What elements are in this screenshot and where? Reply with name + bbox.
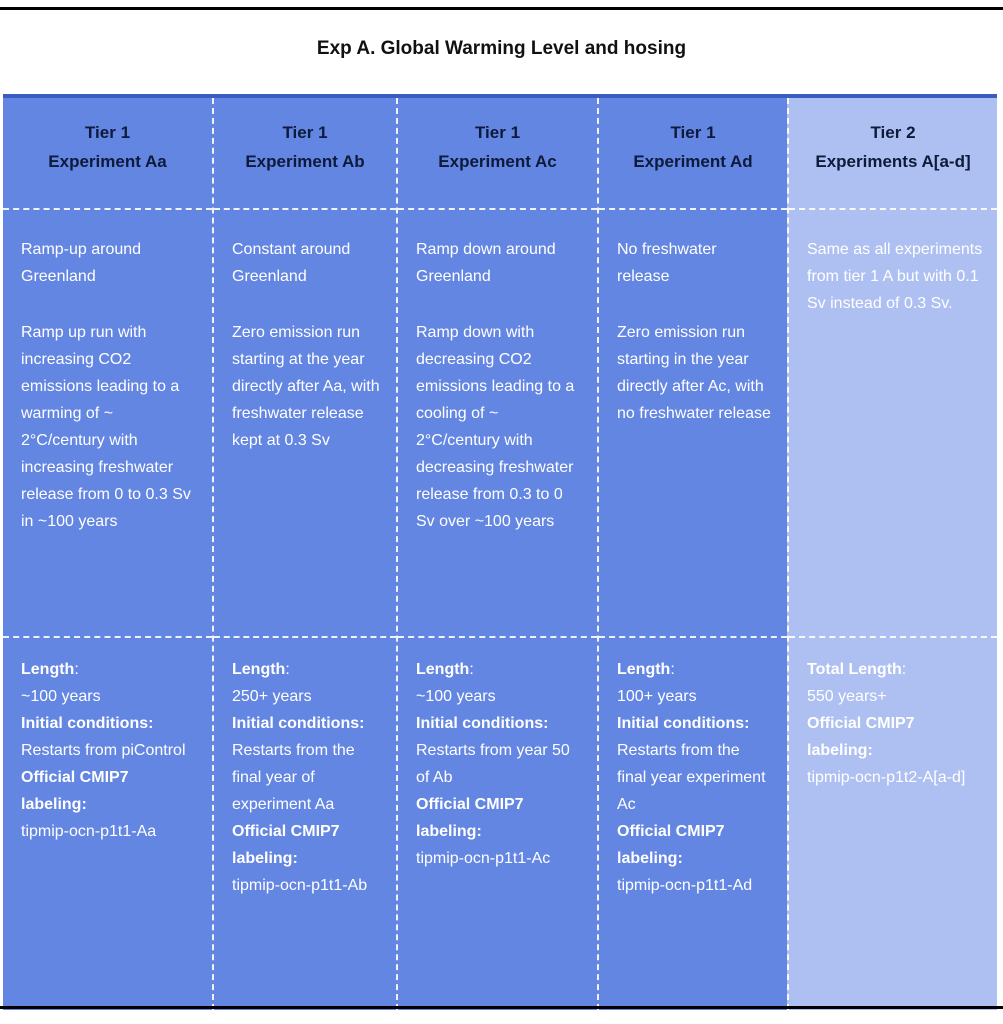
metadata-cell: Length: 250+ years Initial conditions: R… bbox=[214, 638, 396, 1010]
experiment-name: Experiments A[a-d] bbox=[815, 152, 971, 171]
description-summary: Ramp-up around Greenland bbox=[21, 241, 142, 285]
description-detail: Zero emission run starting at the year d… bbox=[232, 324, 380, 449]
description-summary: No freshwater release bbox=[617, 241, 717, 285]
bottom-rule bbox=[0, 1006, 1003, 1009]
experiment-table: Tier 1 Experiment Aa Ramp-up around Gree… bbox=[3, 94, 997, 1010]
description-cell: Ramp down around Greenland Ramp down wit… bbox=[398, 210, 597, 638]
cmip-label: Official CMIP7 labeling: bbox=[807, 715, 915, 759]
length-label: Length bbox=[21, 661, 75, 678]
column-header: Tier 1 Experiment Ab bbox=[214, 98, 396, 210]
length-label: Total Length bbox=[807, 661, 902, 678]
column-experiments-tier2: Tier 2 Experiments A[a-d] Same as all ex… bbox=[787, 98, 997, 1010]
description-cell: Same as all experiments from tier 1 A bu… bbox=[789, 210, 997, 638]
description-cell: Constant around Greenland Zero emission … bbox=[214, 210, 396, 638]
initial-conditions-label: Initial conditions: bbox=[416, 715, 549, 732]
tier-label: Tier 1 bbox=[670, 123, 716, 142]
description-summary: Same as all experiments from tier 1 A bu… bbox=[807, 241, 983, 312]
experiment-name: Experiment Ab bbox=[245, 152, 365, 171]
length-line: Total Length: bbox=[807, 661, 907, 678]
length-line: Length: bbox=[232, 661, 290, 678]
initial-conditions-label: Initial conditions: bbox=[21, 715, 154, 732]
experiment-name: Experiment Ac bbox=[438, 152, 557, 171]
description-detail: Ramp up run with increasing CO2 emission… bbox=[21, 324, 191, 530]
column-experiment-aa: Tier 1 Experiment Aa Ramp-up around Gree… bbox=[3, 98, 212, 1010]
column-header: Tier 2 Experiments A[a-d] bbox=[789, 98, 997, 210]
description-summary: Ramp down around Greenland bbox=[416, 241, 556, 285]
column-experiment-ad: Tier 1 Experiment Ad No freshwater relea… bbox=[597, 98, 787, 1010]
length-line: Length: bbox=[416, 661, 474, 678]
initial-conditions-value: Restarts from piControl bbox=[21, 742, 186, 759]
column-header: Tier 1 Experiment Ad bbox=[599, 98, 787, 210]
description-detail: Zero emission run starting in the year d… bbox=[617, 324, 771, 422]
page-title: Exp A. Global Warming Level and hosing bbox=[316, 38, 687, 59]
experiment-name: Experiment Aa bbox=[48, 152, 167, 171]
length-value: 550 years+ bbox=[807, 688, 887, 705]
description-summary: Constant around Greenland bbox=[232, 241, 351, 285]
metadata-cell: Length: ~100 years Initial conditions: R… bbox=[398, 638, 597, 1010]
length-value: 250+ years bbox=[232, 688, 312, 705]
length-value: ~100 years bbox=[21, 688, 101, 705]
length-line: Length: bbox=[21, 661, 79, 678]
description-cell: Ramp-up around Greenland Ramp up run wit… bbox=[3, 210, 212, 638]
length-value: 100+ years bbox=[617, 688, 697, 705]
length-label: Length bbox=[617, 661, 671, 678]
tier-label: Tier 1 bbox=[282, 123, 328, 142]
cmip-label: Official CMIP7 labeling: bbox=[21, 769, 129, 813]
initial-conditions-value: Restarts from the final year experiment … bbox=[617, 742, 766, 813]
description-detail: Ramp down with decreasing CO2 emissions … bbox=[416, 324, 575, 530]
column-experiment-ab: Tier 1 Experiment Ab Constant around Gre… bbox=[212, 98, 396, 1010]
description-cell: No freshwater release Zero emission run … bbox=[599, 210, 787, 638]
initial-conditions-value: Restarts from year 50 of Ab bbox=[416, 742, 570, 786]
cmip-value: tipmip-ocn-p1t2-A[a-d] bbox=[807, 769, 966, 786]
metadata-cell: Length: 100+ years Initial conditions: R… bbox=[599, 638, 787, 1010]
initial-conditions-label: Initial conditions: bbox=[232, 715, 365, 732]
initial-conditions-label: Initial conditions: bbox=[617, 715, 750, 732]
cmip-label: Official CMIP7 labeling: bbox=[416, 796, 524, 840]
initial-conditions-value: Restarts from the final year of experime… bbox=[232, 742, 355, 813]
metadata-cell: Total Length: 550 years+ Official CMIP7 … bbox=[789, 638, 997, 1010]
column-header: Tier 1 Experiment Aa bbox=[3, 98, 212, 210]
tier-label: Tier 1 bbox=[84, 123, 131, 142]
top-rule bbox=[0, 7, 1003, 10]
column-experiment-ac: Tier 1 Experiment Ac Ramp down around Gr… bbox=[396, 98, 597, 1010]
length-label: Length bbox=[232, 661, 286, 678]
metadata-cell: Length: ~100 years Initial conditions: R… bbox=[3, 638, 212, 1010]
cmip-label: Official CMIP7 labeling: bbox=[232, 823, 340, 867]
length-label: Length bbox=[416, 661, 470, 678]
experiment-name: Experiment Ad bbox=[633, 152, 753, 171]
cmip-value: tipmip-ocn-p1t1-Ab bbox=[232, 877, 368, 894]
tier-label: Tier 1 bbox=[474, 123, 521, 142]
cmip-label: Official CMIP7 labeling: bbox=[617, 823, 725, 867]
cmip-value: tipmip-ocn-p1t1-Ad bbox=[617, 877, 753, 894]
cmip-value: tipmip-ocn-p1t1-Aa bbox=[21, 823, 157, 840]
column-header: Tier 1 Experiment Ac bbox=[398, 98, 597, 210]
tier-label: Tier 2 bbox=[870, 123, 916, 142]
length-value: ~100 years bbox=[416, 688, 496, 705]
length-line: Length: bbox=[617, 661, 675, 678]
cmip-value: tipmip-ocn-p1t1-Ac bbox=[416, 850, 551, 867]
